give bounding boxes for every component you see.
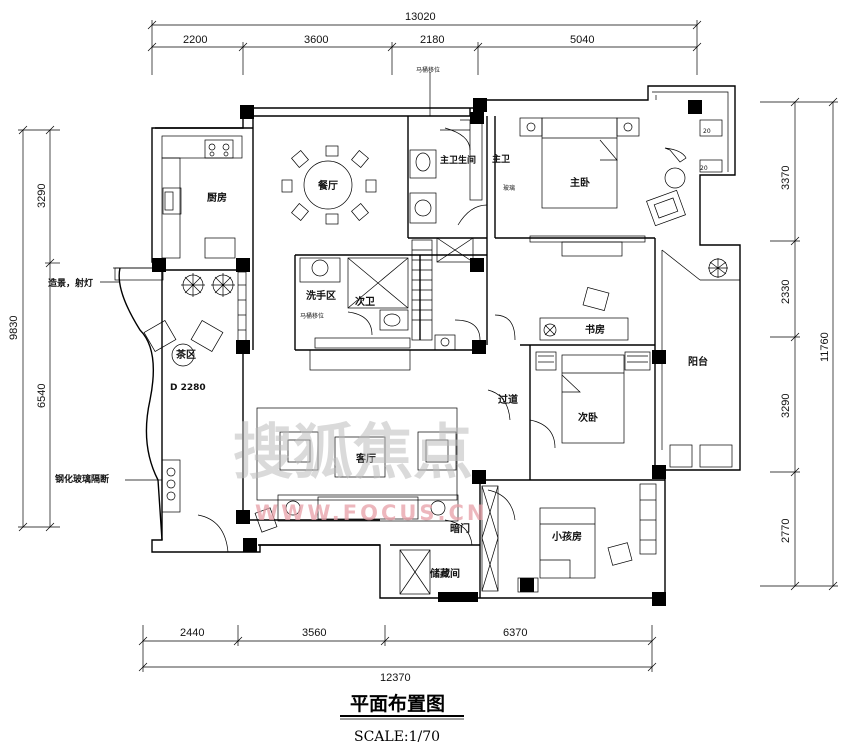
note-feature-light: 造景，射灯: [48, 277, 93, 289]
living-room-furniture: [254, 407, 459, 533]
room-label-corridor: 过道: [498, 393, 518, 406]
dim-right-seg-4: 2770: [780, 519, 792, 543]
room-label-kids-room: 小孩房: [551, 530, 582, 543]
room-label-second-bath: 次卫: [355, 295, 375, 308]
tea-area-diameter: D 2280: [170, 383, 206, 393]
dim-bottom-seg-1: 2440: [180, 627, 204, 639]
room-label-study: 书房: [585, 323, 605, 336]
plan-title: 平面布置图: [350, 692, 445, 715]
bottom-dimension-lines: [138, 625, 657, 672]
storage-fixtures: [399, 485, 499, 595]
room-label-tea-area: 茶区: [175, 348, 196, 361]
room-label-glass: 玻璃: [503, 184, 515, 192]
dim-top-seg-3: 2180: [420, 34, 444, 46]
master-bedroom-furniture: [519, 117, 687, 257]
master-bath-fixtures: [409, 72, 488, 226]
watermark-url: WWW.FOCUS.CN: [255, 501, 488, 525]
room-label-hidden-door: 暗门: [450, 522, 470, 535]
note-towel-bar-2: 马桶移位: [300, 312, 324, 320]
dim-left-total: 9830: [8, 316, 20, 340]
watermark-text: 搜狐焦点: [233, 418, 473, 488]
room-label-master-bedroom: 主卧: [570, 176, 590, 189]
dim-right-seg-2: 2330: [780, 280, 792, 304]
dim-top-seg-2: 3600: [304, 34, 328, 46]
wash-area-fixtures: [299, 257, 411, 371]
note-glass-partition: 钢化玻璃隔断: [55, 473, 109, 485]
balcony-dim-1: 20: [703, 128, 711, 135]
dim-right-total: 11760: [819, 332, 831, 362]
tea-area-curve: [118, 267, 163, 541]
right-dimension-lines: [760, 97, 838, 591]
tea-area-furniture: [114, 267, 247, 553]
second-bedroom-furniture: [487, 351, 651, 449]
dining-table: [281, 145, 377, 225]
room-label-master-bath-label: 主卫生间: [440, 154, 476, 166]
top-dimension-lines: [147, 20, 702, 75]
room-label-kitchen: 厨房: [207, 191, 227, 204]
dim-bottom-total: 12370: [380, 672, 411, 684]
dim-top-seg-4: 5040: [570, 34, 594, 46]
dim-left-seg-1: 3290: [36, 184, 48, 208]
kids-room-furniture: [487, 483, 657, 593]
dim-top-total: 13020: [405, 11, 436, 23]
plan-scale: SCALE:1/70: [354, 729, 440, 745]
dim-bottom-seg-2: 3560: [302, 627, 326, 639]
balcony-dim-2: 20: [700, 165, 708, 172]
study-furniture: [494, 287, 629, 341]
watermark: 搜狐焦点 WWW.FOCUS.CN: [233, 418, 488, 525]
dim-left-seg-2: 6540: [36, 384, 48, 408]
note-towel-bar-1: 马桶移位: [416, 66, 440, 74]
shaft-block: [411, 237, 481, 351]
dim-top-seg-1: 2200: [183, 34, 207, 46]
room-label-balcony: 阳台: [688, 355, 708, 368]
room-label-master-bath: 主卫: [492, 153, 510, 165]
dim-bottom-seg-3: 6370: [503, 627, 527, 639]
room-label-second-bedroom: 次卧: [578, 411, 598, 424]
room-label-wash-area: 洗手区: [306, 289, 336, 302]
dim-right-seg-3: 3290: [780, 394, 792, 418]
columns: [152, 98, 702, 606]
balcony-right: [661, 249, 740, 468]
dim-right-seg-1: 3370: [780, 166, 792, 190]
room-label-dining: 餐厅: [317, 179, 338, 192]
room-label-living: 客厅: [355, 452, 376, 465]
left-dimension-lines: [18, 125, 60, 532]
kitchen-fixtures: [161, 135, 243, 259]
room-label-storage: 储藏间: [429, 567, 460, 580]
